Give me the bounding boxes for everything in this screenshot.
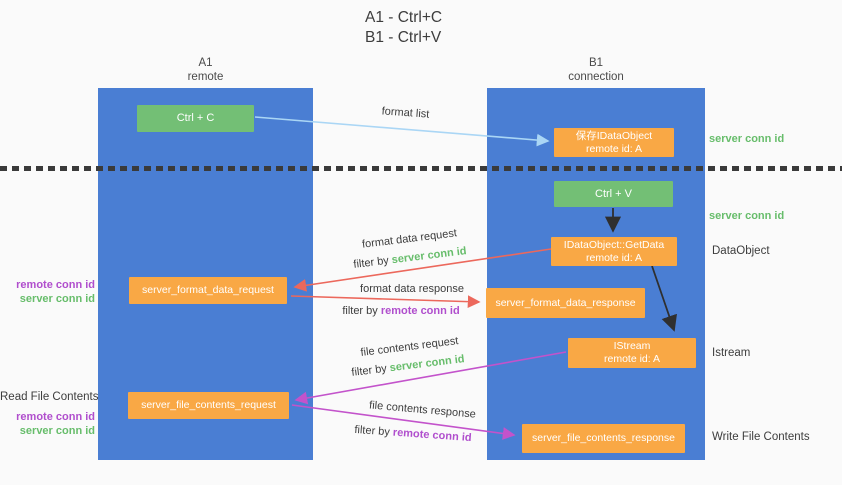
arrow-format-data-response bbox=[290, 295, 481, 309]
node-getdata-line2: remote id: A bbox=[585, 251, 643, 264]
right-label-istream: Istream bbox=[712, 347, 751, 359]
left-label-server-conn-id-1: server conn id bbox=[19, 293, 95, 305]
right-label-server-conn-id-1: server conn id bbox=[709, 133, 785, 145]
left-label-remote-conn-id-2: remote conn id bbox=[16, 411, 95, 423]
left-label-read-file-contents: Read File Contents bbox=[0, 391, 99, 403]
column-header-b1: B1 connection bbox=[487, 56, 705, 84]
node-ctrl-v-label: Ctrl + V bbox=[595, 187, 632, 200]
right-label-write-file-contents: Write File Contents bbox=[712, 431, 810, 443]
arrow-format-data-request bbox=[293, 248, 552, 292]
arrow-format-list bbox=[254, 116, 550, 147]
node-server-file-contents-request: server_file_contents_request bbox=[128, 392, 289, 419]
node-ctrl-c-label: Ctrl + C bbox=[176, 112, 215, 124]
node-getdata-line1: IDataObject::GetData bbox=[563, 238, 665, 251]
right-label-server-conn-id-2: server conn id bbox=[709, 210, 785, 222]
title-line-2: B1 - Ctrl+V bbox=[365, 29, 442, 46]
node-server-format-data-request: server_format_data_request bbox=[129, 277, 287, 304]
arrow-file-contents-request bbox=[294, 351, 567, 405]
left-label-remote-conn-id-1: remote conn id bbox=[16, 279, 95, 291]
node-istream: IStream remote id: A bbox=[568, 338, 696, 368]
diagram-title: A1 - Ctrl+C B1 - Ctrl+V bbox=[365, 8, 442, 48]
remote-conn-id-text: remote conn id bbox=[380, 305, 460, 317]
column-a1-subtitle: remote bbox=[187, 71, 224, 83]
column-b1-subtitle: connection bbox=[568, 71, 624, 83]
column-a1-name: A1 bbox=[198, 57, 213, 69]
arrow-getdata-to-istream bbox=[651, 265, 677, 332]
right-label-dataobject: DataObject bbox=[712, 245, 770, 257]
column-header-a1: A1 remote bbox=[98, 56, 313, 84]
node-istream-line1: IStream bbox=[613, 340, 651, 352]
title-line-1: A1 - Ctrl+C bbox=[365, 9, 443, 26]
phase-divider-line bbox=[0, 166, 842, 171]
node-istream-line2: remote id: A bbox=[603, 353, 661, 365]
arrow-file-contents-response bbox=[291, 404, 516, 440]
left-label-server-conn-id-2: server conn id bbox=[19, 425, 95, 437]
node-save-idataobject-line2: remote id: A bbox=[585, 142, 643, 155]
node-format-response-label: server_format_data_response bbox=[495, 296, 636, 309]
node-format-request-label: server_format_data_request bbox=[142, 284, 274, 296]
node-server-format-data-response: server_format_data_response bbox=[486, 288, 645, 318]
label-format-data-response: format data response bbox=[360, 283, 464, 295]
node-ctrl-v: Ctrl + V bbox=[554, 181, 673, 207]
column-b1-name: B1 bbox=[588, 57, 604, 69]
node-save-idataobject: 保存IDataObject remote id: A bbox=[554, 128, 674, 157]
node-file-response-label: server_file_contents_response bbox=[531, 432, 675, 444]
node-save-idataobject-line1: 保存IDataObject bbox=[575, 129, 653, 142]
node-idataobject-getdata: IDataObject::GetData remote id: A bbox=[551, 237, 677, 266]
node-file-request-label: server_file_contents_request bbox=[141, 399, 276, 411]
label-filter-by-remote-1: filter by remote conn id bbox=[336, 305, 466, 317]
node-ctrl-c: Ctrl + C bbox=[137, 105, 254, 132]
node-server-file-contents-response: server_file_contents_response bbox=[522, 424, 685, 453]
filter-by-text: filter by bbox=[342, 305, 381, 317]
